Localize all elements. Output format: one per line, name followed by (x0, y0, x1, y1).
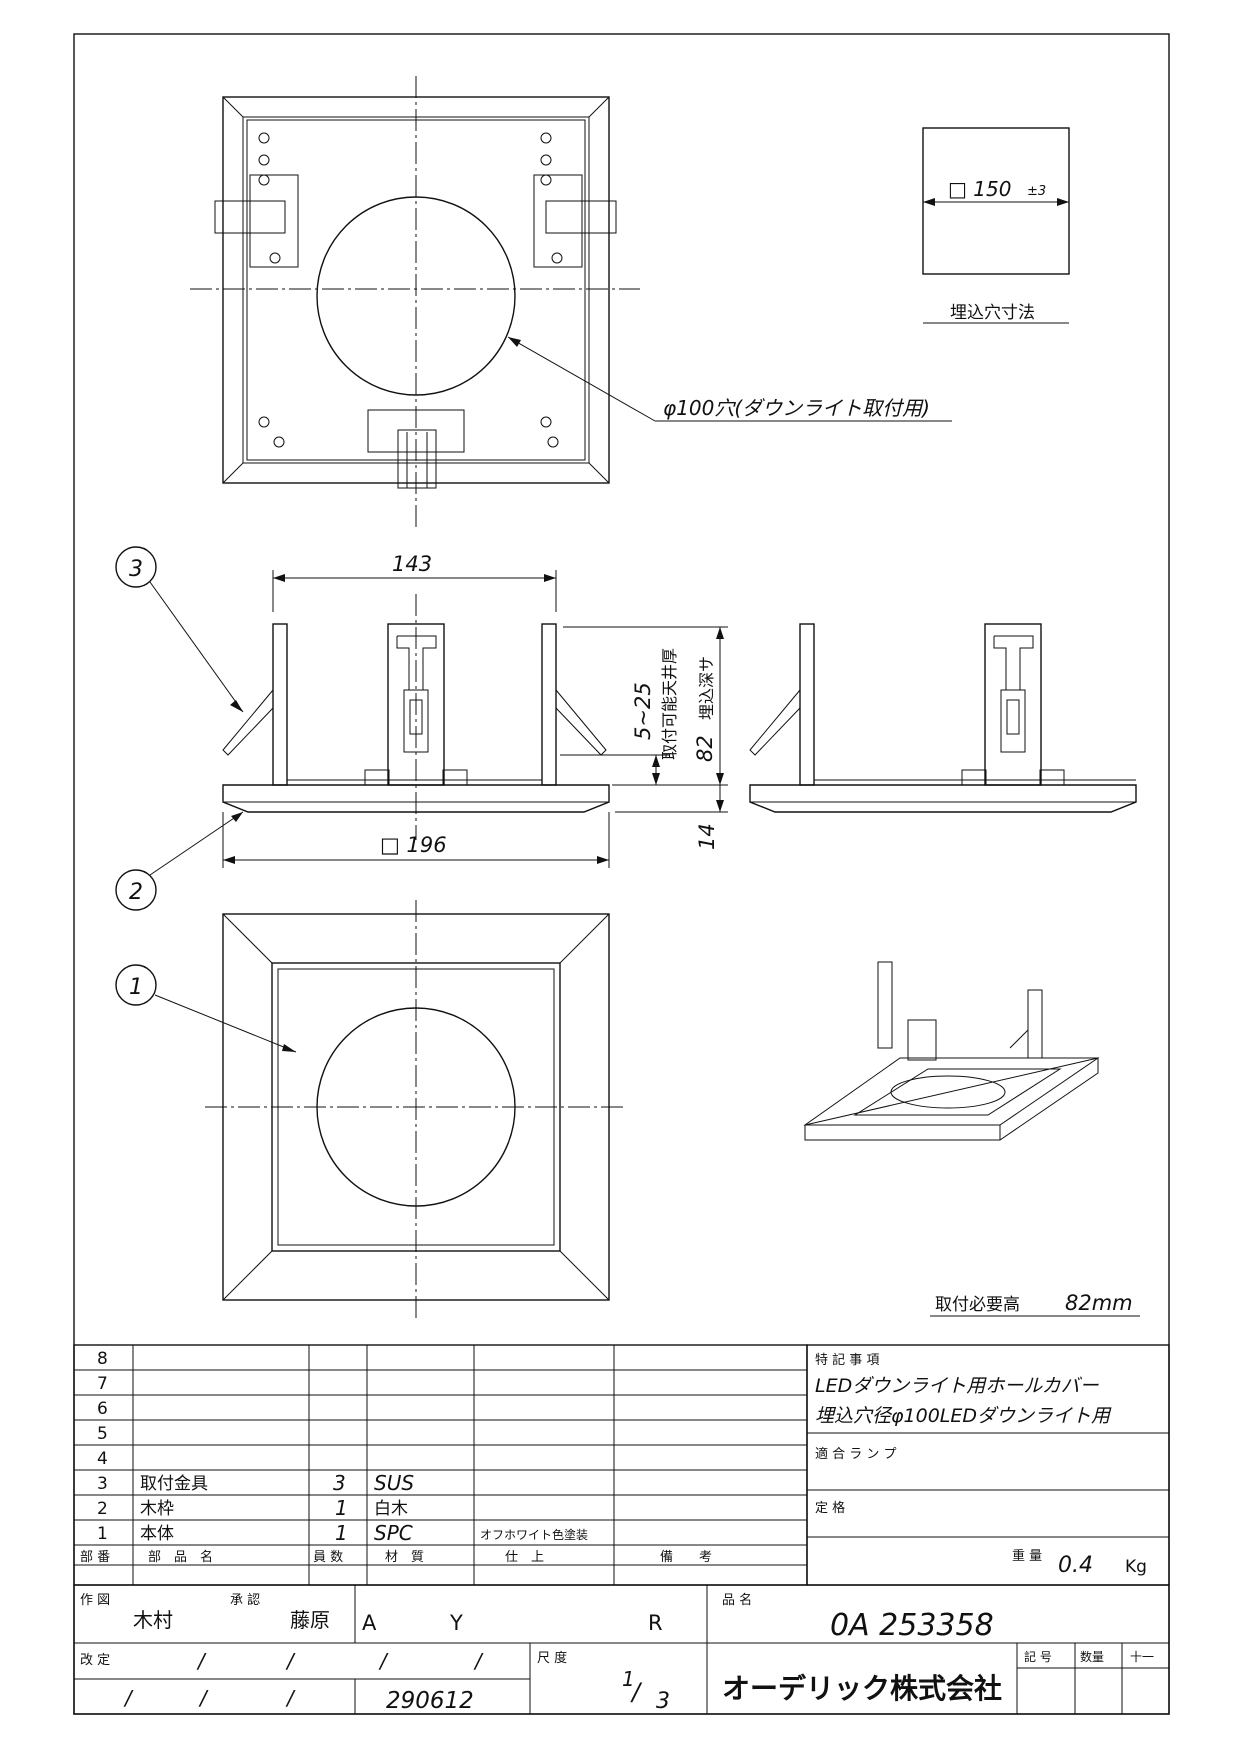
title-block: 作 図 木村 承 認 藤原 A Y R 品 名 0A 253358 改 定 / … (73, 1584, 1170, 1715)
dim-196-label: □ 196 (380, 833, 447, 857)
row2-name: 木枠 (140, 1499, 174, 1519)
svg-text:/: / (285, 1686, 296, 1710)
qty-label: 数量 (1080, 1649, 1104, 1664)
row1-material: SPC (374, 1521, 413, 1545)
isometric-view (803, 961, 1100, 1141)
row2-qty: 1 (335, 1496, 348, 1520)
dim-196: □ 196 (222, 812, 610, 868)
row3-qty: 3 (333, 1471, 346, 1495)
notes-title: 特 記 事 項 (815, 1352, 879, 1368)
hole-note: φ100穴(ダウンライト取付用) (663, 396, 930, 420)
rev-r: R (648, 1611, 663, 1635)
row8-no: 8 (97, 1349, 108, 1369)
date: 290612 (386, 1688, 474, 1714)
company-name: オーデリック株式会社 (722, 1672, 1002, 1705)
svg-text:/: / (630, 1678, 643, 1706)
row2-no: 2 (97, 1499, 108, 1519)
header-part-name: 部 品 名 (148, 1549, 213, 1565)
row3-material: SUS (374, 1471, 414, 1495)
parts-table: 8 7 6 5 4 3 2 1 取付金具 木枠 本体 3 1 1 SUS 白木 … (73, 1344, 808, 1586)
svg-text:/: / (196, 1649, 207, 1673)
callout-3: 3 (115, 546, 244, 713)
row3-name: 取付金具 (140, 1474, 208, 1494)
row6-no: 6 (97, 1399, 108, 1419)
svg-text:/: / (285, 1649, 296, 1673)
header-material: 材 質 (385, 1550, 424, 1565)
drawn-label: 作 図 (80, 1593, 110, 1608)
header-qty: 員 数 (313, 1550, 343, 1565)
callout-3-label: 3 (129, 557, 143, 582)
dim-depth-value: 82 (693, 735, 717, 762)
svg-text:/: / (198, 1686, 209, 1710)
row1-name: 本体 (140, 1524, 174, 1544)
screw-icons (258, 132, 563, 448)
row3-no: 3 (97, 1474, 108, 1494)
approved-by: 藤原 (290, 1608, 330, 1632)
svg-text:/: / (473, 1649, 484, 1673)
dim-143-label: 143 (392, 552, 432, 576)
dim-143: 143 (272, 552, 557, 612)
header-remarks: 備 考 (660, 1549, 712, 1565)
approved-label: 承 認 (230, 1592, 260, 1608)
weight-unit: Kg (1125, 1557, 1147, 1577)
row1-no: 1 (97, 1524, 108, 1544)
row1-finish: オフホワイト色塗装 (480, 1527, 588, 1542)
sheet-border (73, 33, 1170, 1715)
dim-depth-label: 埋込深サ (697, 656, 716, 720)
callout-2: 2 (115, 811, 244, 911)
dim-ceiling-thickness: 5~25 (631, 682, 655, 740)
callout-2-label: 2 (129, 880, 143, 905)
product-code: 0A 253358 (830, 1608, 994, 1643)
scale-label: 尺 度 (537, 1650, 567, 1666)
dim-ceiling-label: 取付可能天井厚 (660, 648, 679, 760)
revision-label: 改 定 (80, 1653, 110, 1668)
notes-line2: 埋込穴径φ100LEDダウンライト用 (815, 1405, 1112, 1427)
required-height-label: 取付必要高 (935, 1295, 1020, 1315)
weight-value: 0.4 (1058, 1553, 1093, 1578)
svg-text:/: / (378, 1649, 389, 1673)
side-view-right (749, 623, 1137, 813)
scale-den: 3 (656, 1689, 670, 1714)
rating-label: 定 格 (815, 1500, 845, 1516)
weight-label: 重 量 (1012, 1548, 1042, 1564)
svg-text:/: / (123, 1686, 134, 1710)
extra-label: 十一 (1130, 1650, 1154, 1664)
lamp-label: 適 合 ラ ン プ (815, 1446, 897, 1462)
row7-no: 7 (97, 1374, 108, 1394)
side-view-front (222, 594, 610, 840)
hole-dimension-value: □ 150 (948, 177, 1011, 201)
symbol-label: 記 号 (1024, 1649, 1052, 1664)
hole-note-leader: φ100穴(ダウンライト取付用) (507, 336, 952, 422)
hole-dimension-tolerance: ±3 (1027, 184, 1046, 199)
header-finish: 仕 上 (505, 1550, 544, 1565)
header-part-no: 部 番 (80, 1550, 110, 1565)
top-view (190, 76, 640, 530)
bottom-view (205, 900, 627, 1320)
notes-panel: 特 記 事 項 LEDダウンライト用ホールカバー 埋込穴径φ100LEDダウンラ… (806, 1344, 1170, 1586)
scale-num: 1 (622, 1667, 635, 1691)
product-label: 品 名 (722, 1592, 752, 1608)
vertical-dimensions: 5~25 取付可能天井厚 82 埋込深サ 14 (560, 626, 728, 850)
row1-qty: 1 (335, 1521, 348, 1545)
hole-dimension-box: □ 150 ±3 埋込穴寸法 (922, 127, 1070, 324)
required-height: 取付必要高 82mm (930, 1291, 1140, 1317)
dim-frame-height: 14 (695, 823, 719, 850)
rev-y: Y (449, 1611, 463, 1635)
callout-1-label: 1 (129, 975, 143, 1000)
hole-dimension-caption: 埋込穴寸法 (950, 303, 1035, 323)
notes-line1: LEDダウンライト用ホールカバー (815, 1375, 1100, 1397)
required-height-value: 82mm (1065, 1291, 1133, 1315)
drawn-by: 木村 (133, 1608, 173, 1632)
rev-a: A (362, 1611, 377, 1635)
callout-1: 1 (115, 964, 297, 1053)
row5-no: 5 (97, 1424, 108, 1444)
row2-material: 白木 (374, 1499, 408, 1519)
row4-no: 4 (97, 1449, 108, 1469)
